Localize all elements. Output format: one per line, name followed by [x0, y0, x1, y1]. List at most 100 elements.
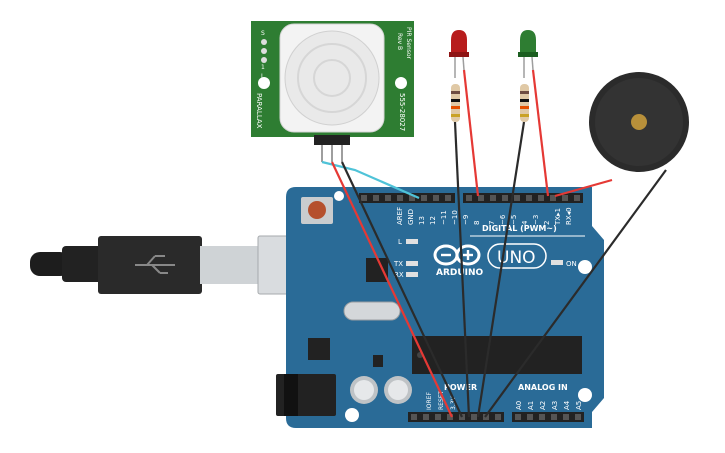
- red-led-rim: [449, 52, 469, 57]
- red-led-leg: [462, 56, 465, 71]
- led-l-label: L: [398, 238, 402, 246]
- led-on-label: ON: [566, 260, 577, 268]
- pir-pin-label: S: [261, 30, 265, 37]
- mounting-hole: [578, 260, 592, 274]
- capacitor: [388, 380, 408, 400]
- pin-label: AREF: [396, 207, 404, 225]
- mounting-hole: [334, 191, 344, 201]
- green-led-leg: [531, 56, 534, 71]
- red-led-body: [451, 30, 467, 54]
- pin-label: ~6: [499, 214, 507, 225]
- led-on: [551, 260, 563, 265]
- analog-label: ANALOG IN: [518, 383, 568, 392]
- usb-cable: [30, 235, 307, 295]
- pir-pin-dots: [261, 39, 267, 63]
- power-label: POWER: [444, 383, 477, 392]
- pin-label: A5: [575, 401, 583, 410]
- pin-label: ~10: [451, 210, 459, 225]
- wire-pir-gnd: [341, 161, 463, 418]
- top-pin-labels: AREF GND 13 12 ~11 ~10 ~9 8 7 ~6 ~5 4 ~3…: [396, 207, 573, 226]
- green-led: [518, 30, 538, 122]
- pir-dome-center: [313, 59, 351, 97]
- led-l: [406, 239, 418, 244]
- pir-legs: [321, 145, 343, 162]
- pin-label: RX◂0: [565, 207, 573, 225]
- voltage-regulator: [308, 338, 330, 360]
- pin-label: GND: [407, 209, 415, 225]
- power-jack-base: [284, 374, 298, 416]
- uno-badge: [487, 243, 547, 269]
- pir-part-number: 555-28027: [398, 93, 406, 131]
- led-tx-label: TX: [393, 260, 403, 268]
- led-tx: [406, 261, 418, 266]
- pir-connector: [314, 135, 350, 145]
- usb-interface-chip: [366, 258, 388, 282]
- pin-label: ~9: [462, 215, 470, 225]
- usb-cable-body: [62, 246, 102, 282]
- crystal: [343, 301, 401, 321]
- pir-brand: PARALLAX: [255, 93, 263, 129]
- piezo-buzzer: [589, 72, 689, 172]
- pin-label: 3.3V: [450, 395, 457, 410]
- buzzer-center: [631, 114, 647, 130]
- pir-hole: [258, 77, 270, 89]
- analog-pin-labels: A0 A1 A2 A3 A4 A5: [515, 400, 583, 410]
- pin-label: 2: [543, 221, 551, 225]
- arduino-board: AREF GND 13 12 ~11 ~10 ~9 8 7 ~6 ~5 4 ~3…: [276, 187, 604, 428]
- bottom-header-pins: [411, 414, 581, 420]
- pir-sensor: S 1 L PARALLAX PIR Sensor Rev B 555-2802…: [251, 21, 414, 162]
- mounting-hole: [578, 388, 592, 402]
- small-chip: [373, 355, 383, 367]
- pin-label: ~3: [532, 215, 540, 225]
- capacitor: [354, 380, 374, 400]
- pin-label: 4: [521, 220, 529, 225]
- led-rx-label: RX: [394, 271, 404, 279]
- pin-label: 7: [488, 221, 496, 225]
- pin-label: ~5: [510, 215, 518, 225]
- pin-label: 12: [429, 216, 437, 225]
- reset-button[interactable]: [308, 201, 326, 219]
- pir-hole: [395, 77, 407, 89]
- pin-label: 13: [418, 216, 426, 225]
- wires: [321, 69, 667, 418]
- pir-pin-label: 1: [261, 64, 265, 71]
- pin-label: ~11: [440, 210, 448, 225]
- pin-label: IOREF: [426, 392, 433, 410]
- green-led-body: [520, 30, 536, 54]
- green-led-rim: [518, 52, 538, 57]
- atmega-chip: [412, 336, 582, 374]
- pin-label: A1: [527, 401, 535, 410]
- digital-header-right: [463, 193, 583, 203]
- digital-header-left: [359, 193, 455, 203]
- pir-rev: Rev B: [396, 33, 403, 50]
- pir-title: PIR Sensor: [405, 27, 412, 60]
- wire-pir-vcc: [331, 161, 453, 418]
- wire-green-led-ground: [476, 121, 526, 418]
- led-rx: [406, 272, 418, 277]
- power-header: [408, 412, 504, 422]
- analog-header: [512, 412, 584, 422]
- pin-label: A0: [515, 401, 523, 410]
- pir-pin-labels: S 1 L: [261, 30, 265, 80]
- usb-icon: [135, 255, 175, 274]
- usb-cable-strain: [30, 252, 70, 276]
- pir-dome: [284, 30, 380, 126]
- digital-header-pins: [361, 195, 580, 201]
- digital-label: DIGITAL (PWM~): [482, 224, 557, 233]
- resistor-1-bands: [451, 91, 460, 117]
- wire-buzzer-ground: [484, 169, 667, 418]
- uno-label: UNO: [497, 248, 536, 268]
- pin-label: A3: [551, 401, 559, 410]
- usb-plug-metal: [200, 246, 262, 284]
- arduino-logo-symbols: [441, 250, 473, 260]
- pin-label: 8: [473, 221, 481, 225]
- pin-label: A2: [539, 401, 547, 410]
- resistor-2-bands: [520, 91, 529, 117]
- pir-dome-ring: [297, 43, 367, 113]
- pir-pin-label: L: [261, 73, 265, 80]
- mounting-hole: [345, 408, 359, 422]
- arduino-logo: [433, 244, 481, 266]
- power-pin-labels: IOREF RESET 3.3V: [426, 390, 457, 410]
- arduino-logo-text: ARDUINO: [436, 268, 484, 278]
